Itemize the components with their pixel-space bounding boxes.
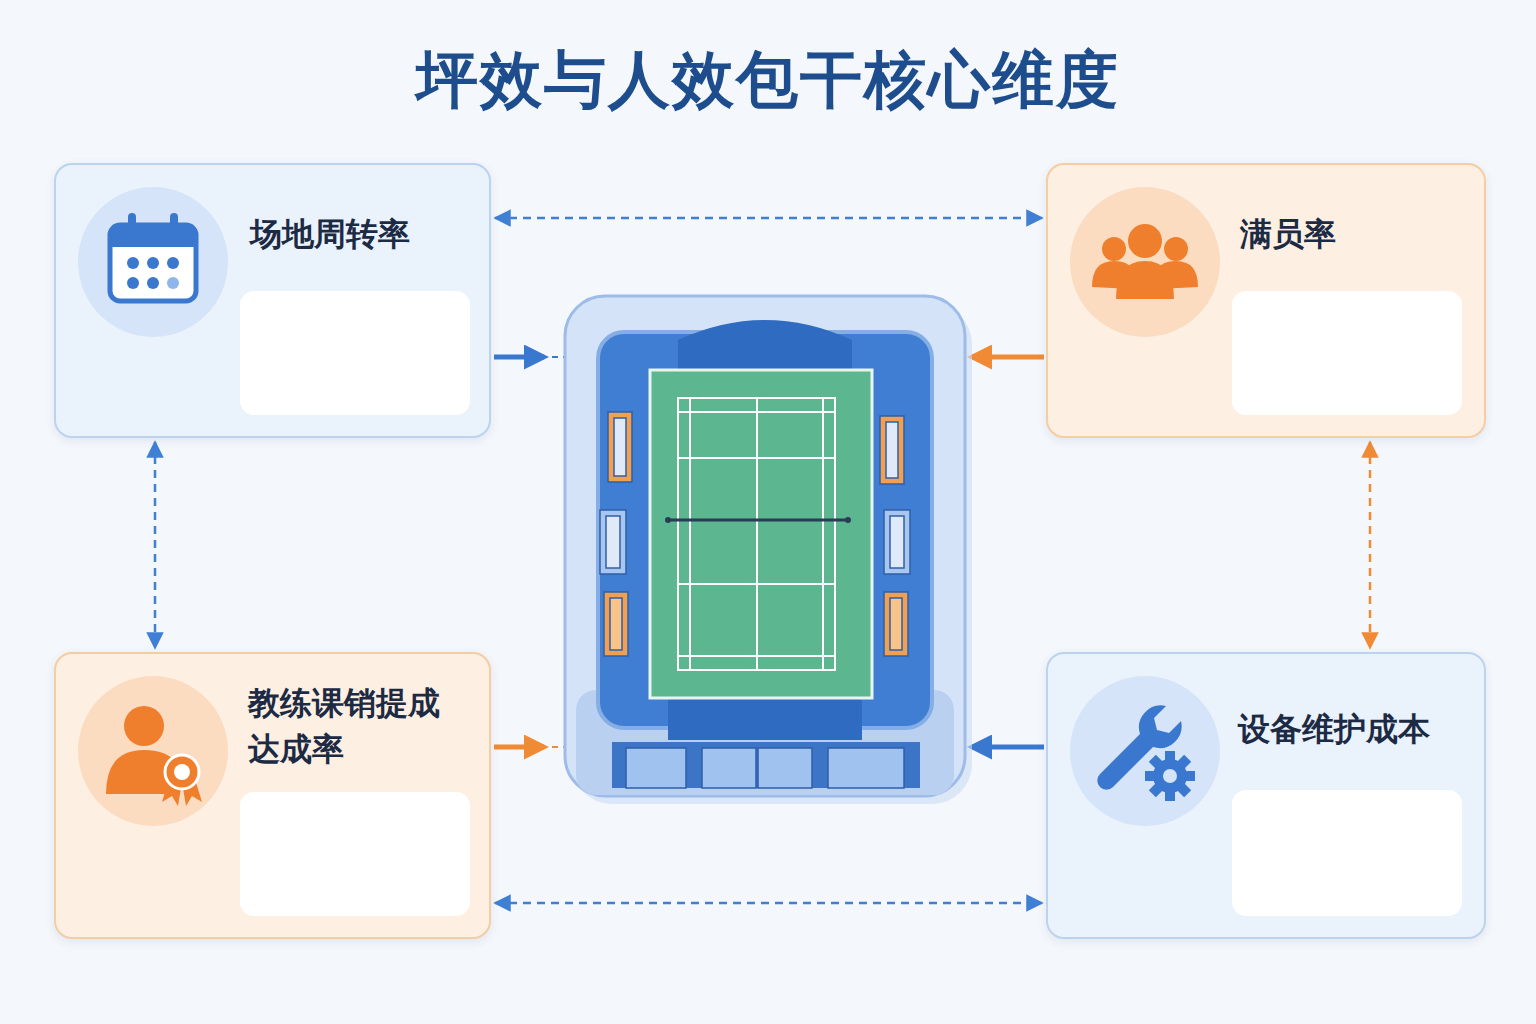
- metric-card: 满员率: [1046, 163, 1486, 438]
- dashed-connector: [495, 217, 1042, 220]
- metric-label: 设备维护成本: [1238, 706, 1472, 752]
- metric-card: 设备维护成本: [1046, 652, 1486, 939]
- metric-card: 教练课销提成达成率: [54, 652, 491, 939]
- coach-icon: [78, 676, 228, 826]
- dashed-connector: [1369, 442, 1372, 648]
- blank-panel: [1232, 790, 1462, 916]
- blank-panel: [1232, 291, 1462, 415]
- diagram-title: 坪效与人效包干核心维度: [0, 38, 1536, 122]
- metric-label: 满员率: [1240, 211, 1470, 257]
- tools-icon: [1070, 676, 1220, 826]
- metric-card: 场地周转率: [54, 163, 491, 438]
- stadium: [565, 296, 972, 804]
- metric-label: 教练课销提成达成率: [248, 680, 453, 773]
- dashed-connector: [495, 902, 1042, 905]
- blank-panel: [240, 291, 470, 415]
- dashed-connector: [154, 442, 157, 648]
- blank-panel: [240, 792, 470, 916]
- people-icon: [1070, 187, 1220, 337]
- metric-label: 场地周转率: [250, 211, 480, 257]
- calendar-icon: [78, 187, 228, 337]
